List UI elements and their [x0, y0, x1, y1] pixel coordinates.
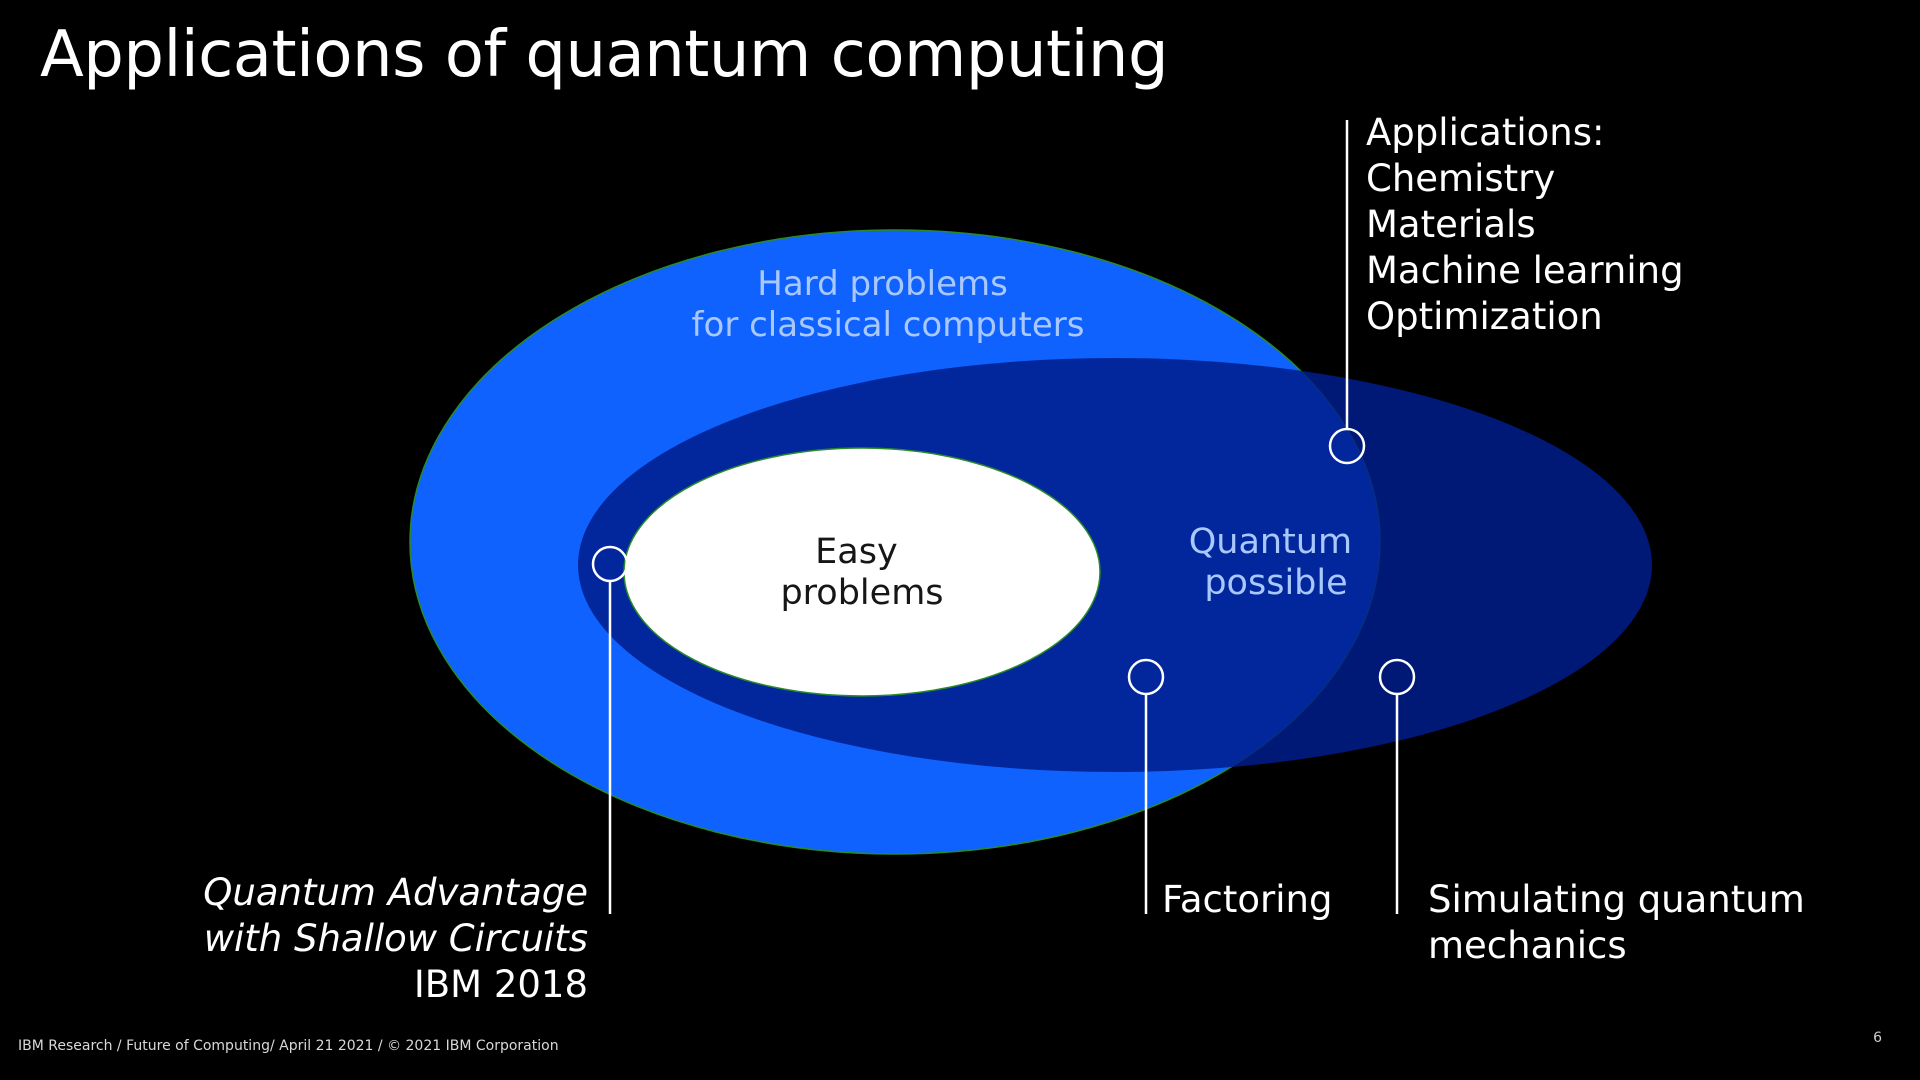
applications-marker [1328, 427, 1366, 465]
quantum-advantage-line-3: IBM 2018 [413, 963, 588, 1006]
page-number: 6 [1873, 1030, 1882, 1046]
factoring-marker [1127, 658, 1165, 696]
slide-title: Applications of quantum computing [40, 18, 1169, 92]
applications-callout: Applications: Chemistry Materials Machin… [1366, 110, 1684, 340]
application-item-chemistry: Chemistry [1366, 157, 1556, 200]
easy-problems-region [623, 447, 1101, 697]
factoring-callout: Factoring [1162, 877, 1332, 923]
simulating-line-2: mechanics [1428, 924, 1627, 967]
hard-problems-label: Hard problems for classical computers [692, 264, 1085, 345]
footer-text: IBM Research / Future of Computing/ Apri… [18, 1038, 559, 1054]
quantum-advantage-callout: Quantum Advantage with Shallow Circuits … [203, 870, 588, 1008]
quantum-advantage-line-2: with Shallow Circuits [203, 917, 588, 960]
factoring-text: Factoring [1162, 878, 1333, 921]
simulating-marker [1378, 658, 1416, 696]
simulating-callout: Simulating quantum mechanics [1428, 877, 1805, 969]
quantum-advantage-marker [591, 545, 629, 583]
application-item-materials: Materials [1366, 203, 1536, 246]
application-item-machine-learning: Machine learning [1366, 249, 1684, 292]
simulating-line-1: Simulating quantum [1428, 878, 1805, 921]
quantum-advantage-line-1: Quantum Advantage [203, 871, 588, 914]
applications-heading: Applications: [1366, 111, 1605, 154]
quantum-possible-label: Quantum possible [1189, 522, 1364, 603]
application-item-optimization: Optimization [1366, 295, 1603, 338]
easy-problems-label: Easy problems [780, 532, 943, 613]
